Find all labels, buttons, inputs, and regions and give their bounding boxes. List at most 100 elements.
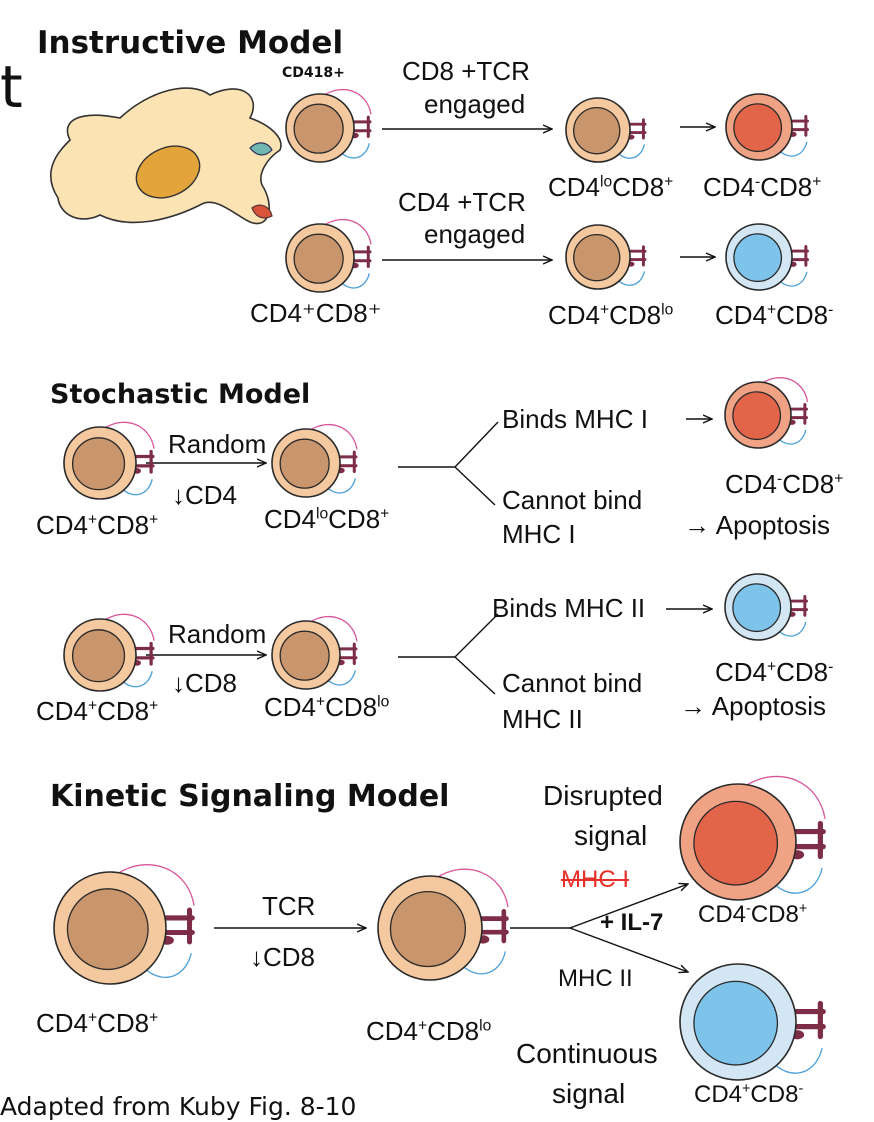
tcr-receptor	[786, 594, 808, 617]
stoch-dp-1: CD4+CD8+	[36, 510, 159, 540]
pink-receptor-line	[323, 88, 372, 115]
down-cd8-label: ↓CD8	[172, 668, 238, 698]
apoptosis-label-2: → Apoptosis	[680, 691, 826, 721]
stochastic-title: Stochastic Model	[50, 379, 311, 410]
tcr-receptor	[626, 118, 647, 140]
tcr-receptor	[475, 909, 509, 944]
kinetic-cd4-result-cell	[679, 963, 826, 1081]
instructive-dp-label: CD4⁺CD8⁺	[250, 298, 382, 328]
stoch-dp-2: CD4+CD8+	[36, 696, 159, 726]
label-cd4pos-cd8lo: CD4+CD8lo	[548, 300, 674, 330]
footer-citation: Adapted from Kuby Fig. 8-10	[0, 1092, 357, 1121]
cell-nucleus	[293, 233, 344, 284]
tcr-receptor	[786, 402, 808, 425]
pink-receptor-line	[743, 775, 826, 819]
branch-mhc1	[398, 421, 499, 506]
apc-bound-thymocyte-top	[285, 88, 372, 163]
tcr-receptor	[788, 1000, 826, 1040]
random-label-1: Random	[168, 429, 267, 459]
continuous-line2: signal	[552, 1078, 626, 1109]
random-label-2: Random	[168, 619, 267, 649]
label-cd4lo-cd8pos: CD4loCD8+	[548, 172, 674, 202]
stoch-result-cd4: CD4+CD8-	[715, 657, 834, 687]
cell-nucleus	[693, 800, 779, 886]
kinetic-cd8-result-cell	[679, 775, 826, 901]
pink-receptor-line	[103, 613, 155, 641]
apc-bound-thymocyte-bottom	[285, 218, 372, 293]
tcr-receptor	[349, 115, 372, 139]
kinetic-down-cd8: ↓CD8	[250, 942, 316, 972]
top-marker: CD418+	[282, 65, 345, 81]
cell-nucleus	[279, 630, 330, 681]
cell-cd4neg-cd8pos	[725, 93, 809, 161]
tcr-receptor	[335, 450, 358, 474]
cell-nucleus	[693, 980, 779, 1066]
kinetic-cd8lo: CD4+CD8lo	[366, 1016, 492, 1046]
tcr-label: TCR	[262, 891, 316, 921]
cell-nucleus	[573, 233, 621, 282]
cannot-bind-mhc1-line1: Cannot bind	[502, 485, 643, 515]
stoch-cd8lo: CD4+CD8lo	[264, 692, 390, 722]
arrow-to-cd8-kinetic	[569, 884, 688, 929]
kinetic-cd8lo-cell	[377, 868, 509, 981]
apoptosis-label-1: → Apoptosis	[684, 510, 830, 540]
cell-nucleus	[71, 629, 126, 683]
cell-cd4pos-cd8neg	[725, 223, 809, 291]
stoch-cd4lo: CD4loCD8+	[264, 504, 390, 534]
kinetic-result-cd4: CD4+CD8-	[694, 1081, 804, 1108]
il7-label: + IL-7	[600, 909, 664, 936]
tcr-receptor	[787, 114, 809, 137]
tcr-receptor	[626, 245, 647, 267]
instructive-title: Instructive Model	[37, 25, 344, 61]
tcr-receptor	[787, 244, 809, 267]
stoch-cd8lo-cell	[271, 615, 358, 690]
cell-nucleus	[732, 583, 782, 633]
tcr-receptor	[788, 820, 826, 860]
cd8-engaged-line2: engaged	[424, 89, 526, 119]
antigen-presenting-cell	[50, 87, 282, 225]
cd8-engaged-line1: CD8 +TCR	[402, 56, 530, 86]
tcr-receptor	[159, 907, 195, 945]
pink-receptor-line	[309, 615, 358, 642]
tcr-receptor	[131, 449, 155, 474]
kinetic-result-cd8: CD4-CD8+	[698, 901, 808, 928]
pink-receptor-line	[309, 423, 358, 450]
label-cd4neg-cd8pos: CD4-CD8+	[703, 172, 822, 202]
pink-receptor-line	[103, 421, 155, 449]
stoch-cd4-result-cell	[724, 573, 808, 641]
pink-receptor-line	[115, 864, 195, 906]
cell-cd4lo-cd8pos	[565, 97, 647, 163]
mhc1-struck-label: MHC I	[561, 866, 629, 893]
pink-receptor-line	[760, 377, 809, 402]
binds-mhc2-label: Binds MHC II	[492, 593, 646, 623]
stoch-cd8-result-cell	[724, 377, 809, 449]
partial-title-letter: t	[0, 53, 23, 121]
tcr-receptor	[335, 642, 358, 666]
cell-nucleus	[733, 233, 783, 283]
cell-nucleus	[293, 103, 344, 154]
branch-mhc2	[398, 613, 499, 695]
disrupted-line1: Disrupted	[543, 780, 663, 811]
cell-cd4pos-cd8lo	[565, 224, 647, 290]
stoch-dp-cell-2	[63, 613, 155, 692]
cell-nucleus	[71, 437, 126, 491]
cannot-bind-mhc2-line2: MHC II	[502, 704, 583, 734]
arrow-to-cd4-kinetic	[569, 927, 688, 972]
tcr-receptor	[131, 641, 155, 666]
continuous-line1: Continuous	[516, 1038, 658, 1069]
cell-nucleus	[732, 391, 782, 441]
cell-nucleus	[733, 103, 783, 153]
label-cd4pos-cd8neg: CD4+CD8-	[715, 300, 834, 330]
disrupted-line2: signal	[574, 820, 648, 851]
cd4-engaged-line1: CD4 +TCR	[398, 187, 526, 217]
apc-nucleus	[135, 145, 201, 199]
stoch-cd4lo-cell	[271, 423, 358, 498]
kinetic-dp: CD4+CD8+	[36, 1008, 159, 1038]
pink-receptor-line	[323, 218, 372, 245]
down-cd4-label: ↓CD4	[172, 480, 238, 510]
mhc2-label: MHC II	[558, 965, 633, 992]
cell-nucleus	[389, 890, 467, 968]
cannot-bind-mhc1-line2: MHC I	[502, 519, 576, 549]
